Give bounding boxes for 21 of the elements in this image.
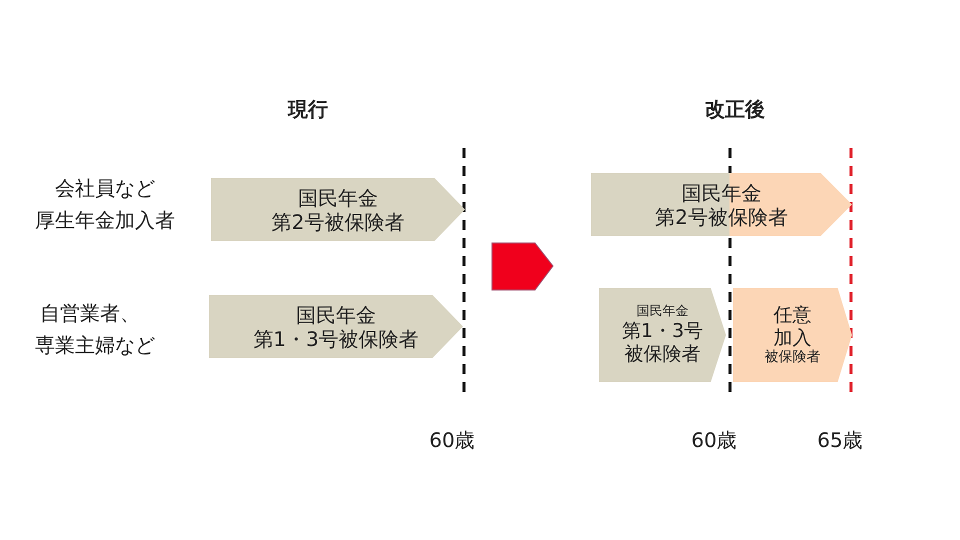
box-text: 第1・3号 [622, 320, 704, 343]
row-label: 厚生年金加入者 [35, 207, 175, 234]
row-label: 会社員など [55, 175, 155, 202]
box-text: 第1・3号被保険者 [253, 326, 419, 350]
box-text: 第2号被保険者 [272, 210, 404, 234]
box-text: 第2号被保険者 [655, 204, 788, 228]
box-text: 被保険者 [764, 349, 820, 366]
row-label: 専業主婦など [35, 332, 155, 359]
box-text: 任意 [774, 304, 812, 327]
row-label: 自営業者、 [40, 300, 140, 327]
age-label: 65歳 [817, 427, 863, 454]
column-heading: 改正後 [705, 96, 765, 123]
box-text: 国民年金 [636, 304, 688, 320]
box-text: 国民年金 [296, 302, 376, 326]
column-heading: 現行 [288, 96, 328, 123]
age-label: 60歳 [429, 427, 475, 454]
box-text: 国民年金 [682, 180, 762, 204]
age-label: 60歳 [691, 427, 737, 454]
box-text: 加入 [774, 326, 812, 350]
box-text: 国民年金 [298, 186, 378, 210]
box-text: 被保険者 [624, 342, 700, 366]
